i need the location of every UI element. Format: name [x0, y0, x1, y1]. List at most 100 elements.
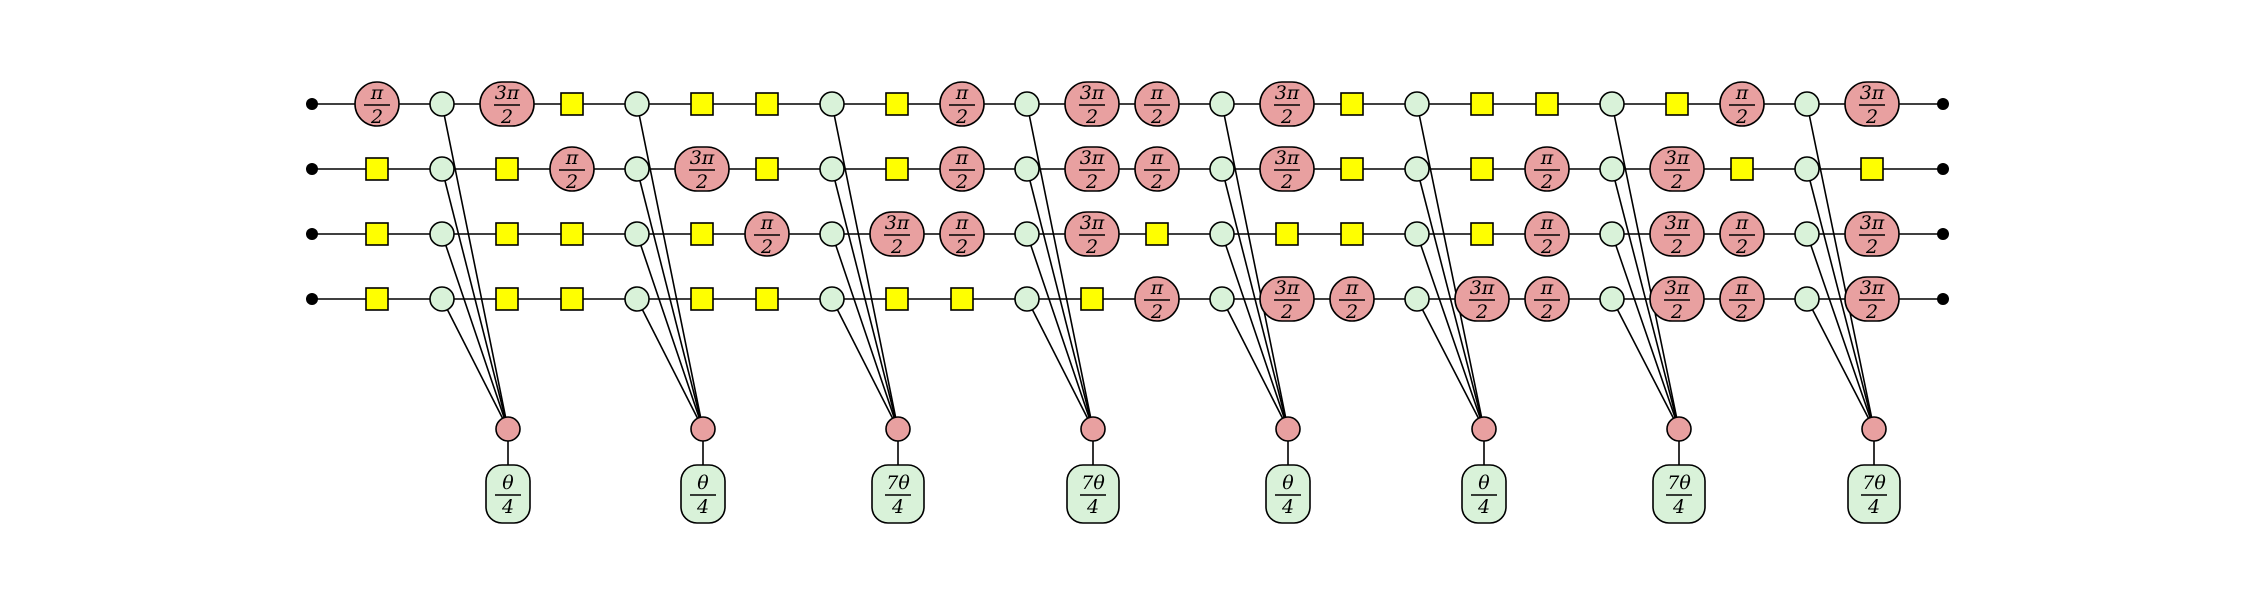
gadget-phase-body [1652, 464, 1706, 524]
fraction-numerator: π [955, 147, 969, 169]
red-spider-body [1844, 211, 1900, 257]
phase-label: 3π2 [1274, 82, 1300, 128]
phase-label: 3π2 [1274, 277, 1300, 323]
phase-label: π2 [1534, 147, 1560, 193]
hadamard-box [885, 287, 909, 311]
hadamard-box [1080, 287, 1104, 311]
green-spider [624, 286, 650, 312]
green-spider [1599, 286, 1625, 312]
phase-label: 3π2 [1079, 212, 1105, 258]
fraction-numerator: 3π [1665, 277, 1690, 299]
red-spider-body [744, 211, 790, 257]
phase-label: π2 [364, 82, 390, 128]
phase-label: 3π2 [1859, 82, 1885, 128]
hadamard-box [365, 287, 389, 311]
green-spider [429, 156, 455, 182]
gadget-edge [1221, 298, 1289, 430]
gadget-phase-label: θ4 [1471, 472, 1497, 518]
gadget-edge [1611, 233, 1680, 430]
red-phase-spider: 3π2 [1064, 211, 1120, 258]
gadget-edge [1026, 233, 1094, 430]
phase-label: π2 [559, 147, 585, 193]
gadget-edge [831, 103, 899, 430]
red-spider-body [1719, 276, 1765, 322]
fraction-numerator: π [1735, 212, 1749, 234]
fraction-denominator: 2 [1540, 171, 1553, 193]
gadget-red-spider [495, 416, 521, 442]
red-spider-body [1844, 81, 1900, 127]
fraction-denominator: 4 [1867, 496, 1880, 518]
red-spider-body [1649, 276, 1705, 322]
phase-label: π2 [1144, 82, 1170, 128]
gadget-phase-body [485, 464, 531, 524]
green-spider [1404, 286, 1430, 312]
fraction-numerator: θ [697, 472, 709, 494]
gadget-red-spider [690, 416, 716, 442]
fraction-numerator: 3π [885, 212, 910, 234]
green-spider [1794, 156, 1820, 182]
input-terminal [306, 228, 318, 240]
gadget-phase-label: 7θ4 [1666, 472, 1692, 518]
fraction-numerator: 7θ [886, 472, 910, 494]
wires-layer [312, 103, 1943, 300]
gadget-phase-body [680, 464, 726, 524]
fraction-numerator: π [1150, 277, 1164, 299]
gadget-phase-spider: θ4 [485, 464, 531, 524]
gadget-edge [1416, 298, 1485, 430]
gadget-edge [831, 233, 899, 430]
fraction-numerator: π [1150, 82, 1164, 104]
fraction-denominator: 2 [1150, 106, 1163, 128]
gadget-edge [1416, 103, 1485, 430]
hadamard-box [885, 92, 909, 116]
fraction-denominator: 4 [1672, 496, 1685, 518]
fraction-denominator: 2 [1540, 301, 1553, 323]
fraction-denominator: 2 [955, 171, 968, 193]
gadget-phase-spider: 7θ4 [1652, 464, 1706, 524]
fraction-numerator: π [760, 212, 774, 234]
red-phase-spider: π2 [1524, 146, 1570, 193]
gadget-edge [441, 233, 509, 430]
red-spider-body [354, 81, 400, 127]
green-spider [1794, 221, 1820, 247]
gadget-phase-label: θ4 [690, 472, 716, 518]
gadget-edge [1806, 103, 1875, 430]
red-phase-spider: π2 [744, 211, 790, 258]
red-phase-spider: π2 [354, 81, 400, 128]
phase-label: 3π2 [1664, 212, 1690, 258]
hadamard-box [495, 287, 519, 311]
gadget-edge [831, 298, 899, 430]
red-spider-body [939, 211, 985, 257]
gadget-edge [636, 298, 704, 430]
hadamard-box [1340, 222, 1364, 246]
gadget-edge [1611, 168, 1680, 430]
gadget-edge [1026, 168, 1094, 430]
red-phase-spider: 3π2 [674, 146, 730, 193]
red-spider-body [1719, 211, 1765, 257]
gadget-phase-label: 7θ4 [1861, 472, 1887, 518]
red-phase-spider: 3π2 [1844, 81, 1900, 128]
fraction-numerator: 3π [1275, 82, 1300, 104]
gadget-edge [831, 168, 899, 430]
fraction-denominator: 2 [1085, 171, 1098, 193]
green-spider [429, 286, 455, 312]
red-phase-spider: π2 [1719, 211, 1765, 258]
red-spider-body [1524, 276, 1570, 322]
hadamard-box [560, 92, 584, 116]
gadget-phase-spider: 7θ4 [1066, 464, 1120, 524]
phase-label: 3π2 [1664, 277, 1690, 323]
fraction-numerator: π [565, 147, 579, 169]
red-phase-spider: 3π2 [1064, 81, 1120, 128]
fraction-numerator: π [1735, 277, 1749, 299]
fraction-numerator: 3π [1665, 147, 1690, 169]
fraction-denominator: 2 [890, 236, 903, 258]
hadamard-box [950, 287, 974, 311]
phase-label: 3π2 [1079, 82, 1105, 128]
phase-label: π2 [1729, 277, 1755, 323]
red-phase-spider: 3π2 [1649, 146, 1705, 193]
fraction-numerator: 3π [1470, 277, 1495, 299]
hadamard-box [560, 222, 584, 246]
red-spider-body [869, 211, 925, 257]
gadget-red-spider [1080, 416, 1106, 442]
gadget-edge [1026, 298, 1094, 430]
gadget-red-spider [1471, 416, 1497, 442]
